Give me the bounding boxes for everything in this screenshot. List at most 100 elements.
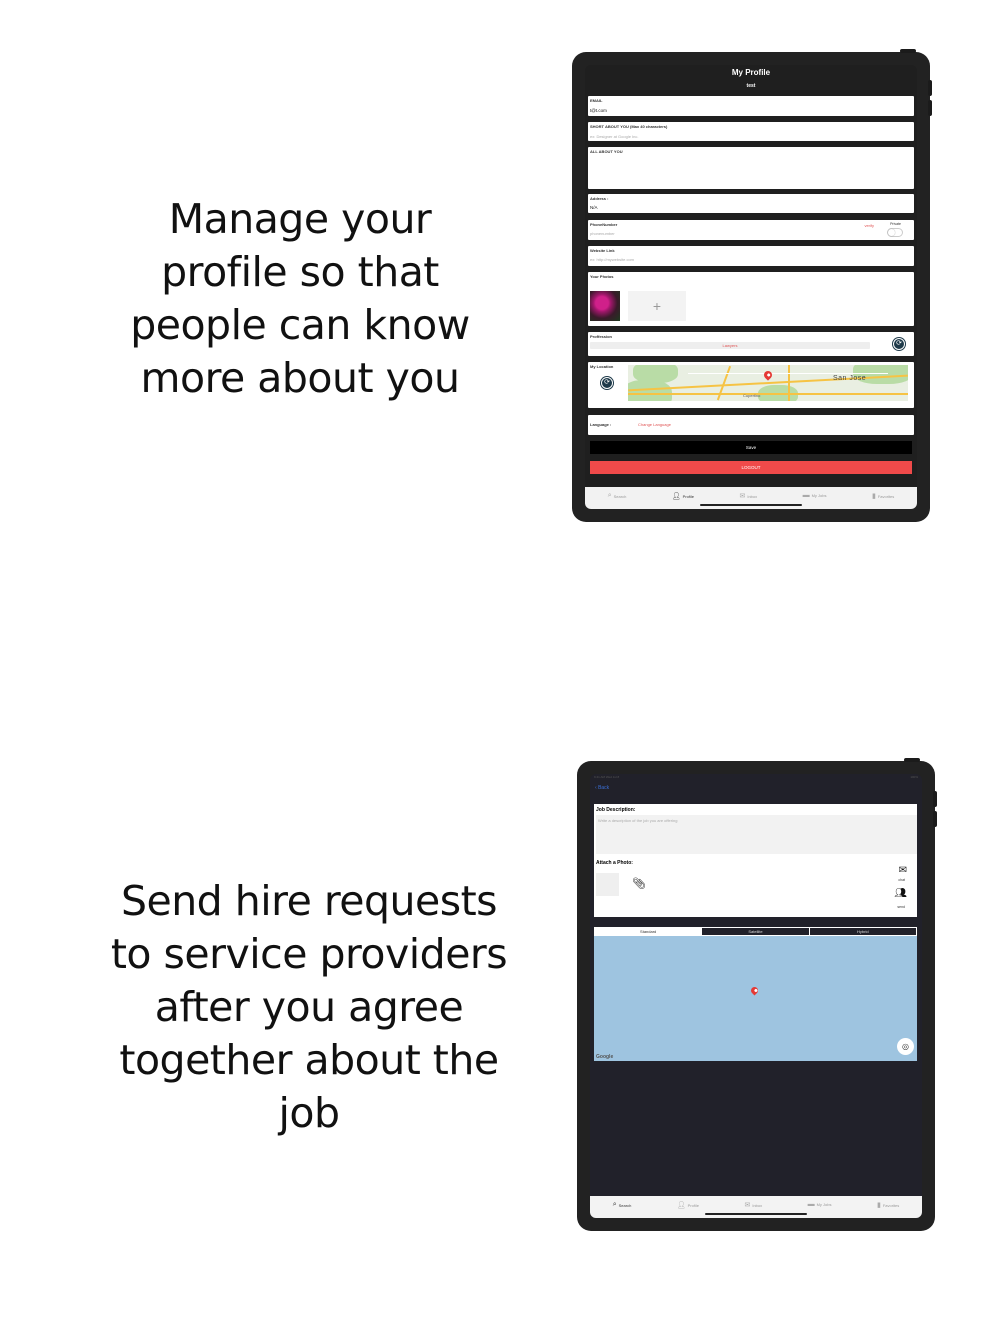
private-toggle[interactable] <box>887 228 903 237</box>
segment-standard[interactable]: Standard <box>595 928 702 935</box>
hire-form-panel: Job Description: Write a description of … <box>594 804 917 917</box>
segment-satellite[interactable]: Satellite <box>701 928 808 935</box>
tab-bar: ⌕Search 👤︎Profile ✉Inbox ▬My Jobs ▮Favor… <box>585 487 917 509</box>
phone-field[interactable]: PhoneNumber phonenumber verify Private <box>588 220 914 240</box>
tab-profile[interactable]: 👤︎Profile <box>672 487 694 500</box>
tab-label: Inbox <box>752 1202 763 1208</box>
profession-selector[interactable]: Lawyers <box>590 342 870 349</box>
tab-label: My Jobs <box>816 1202 832 1207</box>
add-photo-button[interactable]: + <box>628 291 686 321</box>
current-location-icon[interactable]: ◎ <box>897 1038 914 1055</box>
attach-photo-label: Attach a Photo: <box>596 860 633 866</box>
tab-label: Search <box>618 1202 632 1208</box>
location-map[interactable]: San Jose Cupertino <box>628 365 908 401</box>
field-label: Address : <box>590 196 609 201</box>
refresh-icon[interactable]: ⟳ <box>893 338 905 350</box>
caption-send-hire-requests: Send hire requests to service providers … <box>95 875 523 1140</box>
tab-my-jobs[interactable]: ▬My Jobs <box>808 1196 832 1208</box>
profile-screen: My Profile test EMAIL t@t.com SHORT ABOU… <box>585 65 917 509</box>
address-field[interactable]: Address : N/A <box>588 194 914 213</box>
home-indicator[interactable] <box>700 504 802 506</box>
short-about-field[interactable]: SHORT ABOUT YOU (Max 40 characters) ex: … <box>588 122 914 141</box>
job-location-map[interactable]: Google ◎ <box>594 936 917 1061</box>
tab-label: Favorites <box>877 493 895 499</box>
tab-search[interactable]: ⌕Search <box>608 487 627 500</box>
logout-button[interactable]: LOGOUT <box>590 461 912 474</box>
field-placeholder: Write a description of the job you are o… <box>598 818 678 823</box>
map-road <box>628 393 908 395</box>
change-language-link[interactable]: Change Language <box>638 422 671 427</box>
page-title: My Profile <box>731 68 771 77</box>
person-icon: 👤︎ <box>671 493 681 500</box>
attached-photo-slot[interactable] <box>596 873 619 896</box>
email-field[interactable]: EMAIL t@t.com <box>588 96 914 116</box>
tablet-frame-profile: My Profile test EMAIL t@t.com SHORT ABOU… <box>572 49 932 522</box>
field-label: ALL ABOUT YOU <box>590 149 623 154</box>
home-indicator[interactable] <box>705 1213 807 1215</box>
location-section: My Location ⟳ San Jose Cupertino <box>588 362 914 408</box>
tablet-volume-button <box>928 100 932 116</box>
send-label: send <box>897 905 905 909</box>
tab-favorites[interactable]: ▮Favorites <box>872 487 894 500</box>
caption-line: profile so that <box>161 248 439 296</box>
tablet-power-button <box>904 758 920 762</box>
tab-label: Profile <box>682 493 695 499</box>
location-pin-icon <box>749 985 760 996</box>
tab-label: Search <box>613 493 627 499</box>
caption-line: after you agree <box>154 983 464 1031</box>
field-label: Website Link <box>590 248 615 253</box>
map-type-segmented-control: Standard Satellite Hybrid <box>594 927 917 936</box>
paperclip-icon[interactable]: 📎︎ <box>632 878 646 890</box>
photos-section: Your Photos + <box>588 272 914 326</box>
segment-hybrid[interactable]: Hybrid <box>808 928 916 935</box>
caption-line: Send hire requests <box>120 877 498 925</box>
back-label: Back <box>598 785 610 791</box>
caption-line: people can know <box>130 301 470 349</box>
envelope-icon: ✉ <box>744 1202 751 1209</box>
caption-manage-profile: Manage your profile so that people can k… <box>100 193 500 405</box>
door-icon: ▮ <box>876 1202 881 1209</box>
field-label: SHORT ABOUT YOU (Max 40 characters) <box>590 124 668 129</box>
refresh-location-icon[interactable]: ⟳ <box>601 377 613 389</box>
verify-link[interactable]: verify <box>864 223 874 228</box>
tab-bar: ⌕Search 👤︎Profile ✉Inbox ▬My Jobs ▮Favor… <box>590 1196 922 1218</box>
location-pin-icon <box>762 369 774 381</box>
profession-field: Proffession Lawyers ⟳ <box>588 332 914 356</box>
tab-label: Favorites <box>882 1202 900 1208</box>
profile-photo[interactable] <box>590 291 620 321</box>
tab-inbox[interactable]: ✉Inbox <box>744 1196 762 1209</box>
page-subtitle: test <box>746 83 756 89</box>
tab-profile[interactable]: 👤︎Profile <box>677 1196 699 1209</box>
map-park <box>628 380 672 401</box>
tab-favorites[interactable]: ▮Favorites <box>877 1196 899 1209</box>
tab-inbox[interactable]: ✉Inbox <box>739 487 757 500</box>
all-about-field[interactable]: ALL ABOUT YOU <box>588 147 914 189</box>
field-label: My Location <box>590 364 614 369</box>
status-battery: 100% <box>910 775 918 779</box>
chat-envelope-icon[interactable]: ✉ <box>898 865 907 876</box>
save-button[interactable]: Save <box>590 441 912 454</box>
hire-screen: 9:41 AM Wed Jul 8 100% ‹ Back Job Descri… <box>590 774 922 1218</box>
map-park <box>853 365 908 384</box>
map-road <box>716 365 731 401</box>
tab-search[interactable]: ⌕Search <box>613 1196 632 1209</box>
tablet-volume-button <box>933 811 937 827</box>
google-logo: Google <box>596 1054 614 1060</box>
website-field[interactable]: Website Link ex: http://mywebsite.com <box>588 246 914 266</box>
map-road <box>688 373 888 374</box>
door-icon: ▮ <box>871 493 876 500</box>
tab-my-jobs[interactable]: ▬My Jobs <box>803 487 827 499</box>
back-button[interactable]: ‹ Back <box>595 785 610 791</box>
map-place-label: Cupertino <box>743 393 761 398</box>
job-description-input[interactable]: Write a description of the job you are o… <box>596 815 917 854</box>
tab-label: My Jobs <box>811 493 827 498</box>
search-icon: ⌕ <box>612 1201 617 1208</box>
field-label: EMAIL <box>590 98 603 103</box>
status-time: 9:41 AM Wed Jul 8 <box>594 775 620 779</box>
private-label: Private <box>890 222 901 226</box>
field-label: Proffession <box>590 334 613 339</box>
hire-people-icon[interactable]: 👥︎ <box>894 888 907 899</box>
tab-label: Profile <box>687 1202 700 1208</box>
caption-line: Manage your <box>168 195 432 243</box>
map-park <box>633 365 678 383</box>
